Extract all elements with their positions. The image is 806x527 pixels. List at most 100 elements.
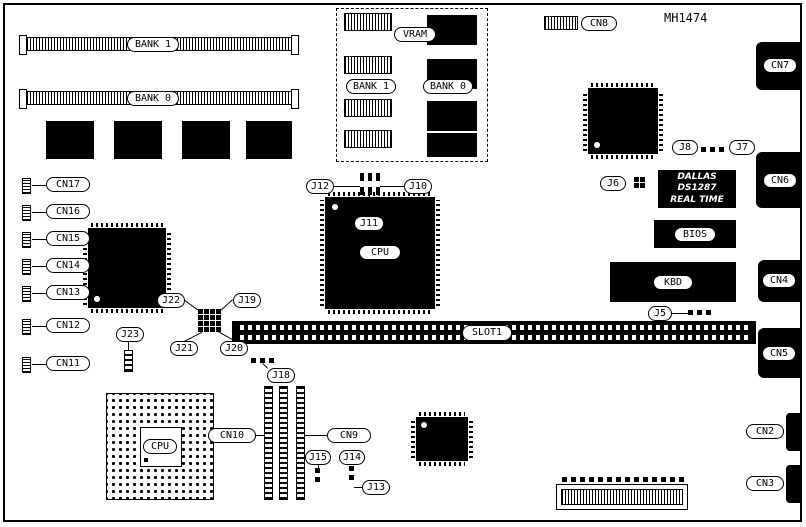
leader-line xyxy=(262,363,268,369)
vram-bank1-label: BANK 1 xyxy=(346,79,396,94)
bank0-label: BANK 0 xyxy=(127,91,179,106)
cn16-connector xyxy=(22,205,31,221)
j8-label: J8 xyxy=(672,140,698,155)
cn7-label: CN7 xyxy=(763,58,797,73)
cn6-label: CN6 xyxy=(763,173,797,188)
vram-socket xyxy=(344,13,392,31)
cn13-label: CN13 xyxy=(46,285,90,300)
j14-label: J14 xyxy=(339,450,365,465)
cn17-label: CN17 xyxy=(46,177,90,192)
leader-line xyxy=(32,266,46,267)
rtc-line1: DALLAS xyxy=(677,172,717,183)
cn10-connector xyxy=(279,386,288,500)
dram-chip xyxy=(182,121,230,159)
cn10-connector xyxy=(264,386,273,500)
vram-label: VRAM xyxy=(394,27,436,42)
leader-line xyxy=(220,299,233,311)
leader-line xyxy=(32,239,46,240)
leader-line xyxy=(32,185,46,186)
j6-label: J6 xyxy=(600,176,626,191)
cn8-label: CN8 xyxy=(581,16,617,31)
j12-j10-pins xyxy=(360,173,364,195)
pin1-marker xyxy=(421,422,427,428)
kbd-label: KBD xyxy=(653,275,693,290)
cn12-label: CN12 xyxy=(46,318,90,333)
dram-chip xyxy=(114,121,162,159)
cn13-connector xyxy=(22,286,31,302)
cn4-label: CN4 xyxy=(762,273,796,288)
leader-line xyxy=(32,212,46,213)
j8-j7-pins xyxy=(701,147,725,152)
vram-socket xyxy=(344,130,392,148)
j12-j10-pins xyxy=(376,173,380,195)
cn14-label: CN14 xyxy=(46,258,90,273)
j13-label: J13 xyxy=(362,480,390,495)
vram-socket xyxy=(344,56,392,74)
edge-connector-pins xyxy=(562,477,684,482)
j6-pins xyxy=(634,177,645,188)
cn9-label: CN9 xyxy=(327,428,371,443)
dram-chip xyxy=(246,121,292,159)
rtc-line2: DS1287 xyxy=(677,183,717,194)
cn15-connector xyxy=(22,232,31,248)
leader-line xyxy=(380,186,404,187)
cn3-connector xyxy=(786,465,802,503)
cn11-connector xyxy=(22,357,31,373)
cn3-label: CN3 xyxy=(746,476,784,491)
cn16-label: CN16 xyxy=(46,204,90,219)
vram-area xyxy=(336,8,488,162)
controller-qfp xyxy=(83,223,171,313)
cn15-label: CN15 xyxy=(46,231,90,246)
bios-label: BIOS xyxy=(674,227,716,242)
j12-j10-pins xyxy=(368,173,372,195)
vram-chip xyxy=(427,101,477,131)
vram-chip xyxy=(427,15,477,45)
j18-label: J18 xyxy=(267,368,295,383)
j15-label: J15 xyxy=(305,450,331,465)
cn9-connector xyxy=(296,386,305,500)
leader-line xyxy=(334,186,360,187)
pin1-marker xyxy=(144,458,148,462)
j23-label: J23 xyxy=(116,327,144,342)
edge-connector-bottom xyxy=(556,484,688,510)
j5-label: J5 xyxy=(648,306,672,321)
bank1-label: BANK 1 xyxy=(127,37,179,52)
j11-label: J11 xyxy=(354,216,384,231)
cn2-connector xyxy=(786,413,802,451)
edge-connector-contacts xyxy=(561,489,683,505)
leader-line xyxy=(256,435,264,436)
leader-line xyxy=(369,195,370,216)
leader-line xyxy=(672,313,688,314)
leader-line xyxy=(32,326,46,327)
cn14-connector xyxy=(22,259,31,275)
rtc-line3: REAL TIME xyxy=(670,194,724,205)
j23-pins xyxy=(124,350,133,372)
leader-line xyxy=(32,364,46,365)
rtc-chip: DALLAS DS1287 REAL TIME xyxy=(658,170,736,208)
cn2-label: CN2 xyxy=(746,424,784,439)
cn5-label: CN5 xyxy=(762,346,796,361)
board-marking: MH1474 xyxy=(664,11,708,25)
leader-line xyxy=(128,342,129,350)
pin1-marker xyxy=(332,204,338,210)
slot1-label: SLOT1 xyxy=(462,325,512,341)
vram-bank0-label: BANK 0 xyxy=(423,79,473,94)
j20-label: J20 xyxy=(220,341,248,356)
j14-pins xyxy=(349,466,354,480)
cn17-connector xyxy=(22,178,31,194)
dram-chip xyxy=(46,121,94,159)
j19-label: J19 xyxy=(233,293,261,308)
j18-pins xyxy=(251,358,275,363)
cn8-connector xyxy=(544,16,578,30)
j12-label: J12 xyxy=(306,179,334,194)
cpu-socket-label: CPU xyxy=(143,439,177,454)
j21-label: J21 xyxy=(170,341,198,356)
cn10-label: CN10 xyxy=(208,428,256,443)
leader-line xyxy=(354,487,362,488)
j5-pins xyxy=(688,310,711,315)
pin1-marker xyxy=(94,296,100,302)
leader-line xyxy=(318,465,319,468)
j15-pins xyxy=(315,468,320,482)
j10-label: J10 xyxy=(404,179,432,194)
